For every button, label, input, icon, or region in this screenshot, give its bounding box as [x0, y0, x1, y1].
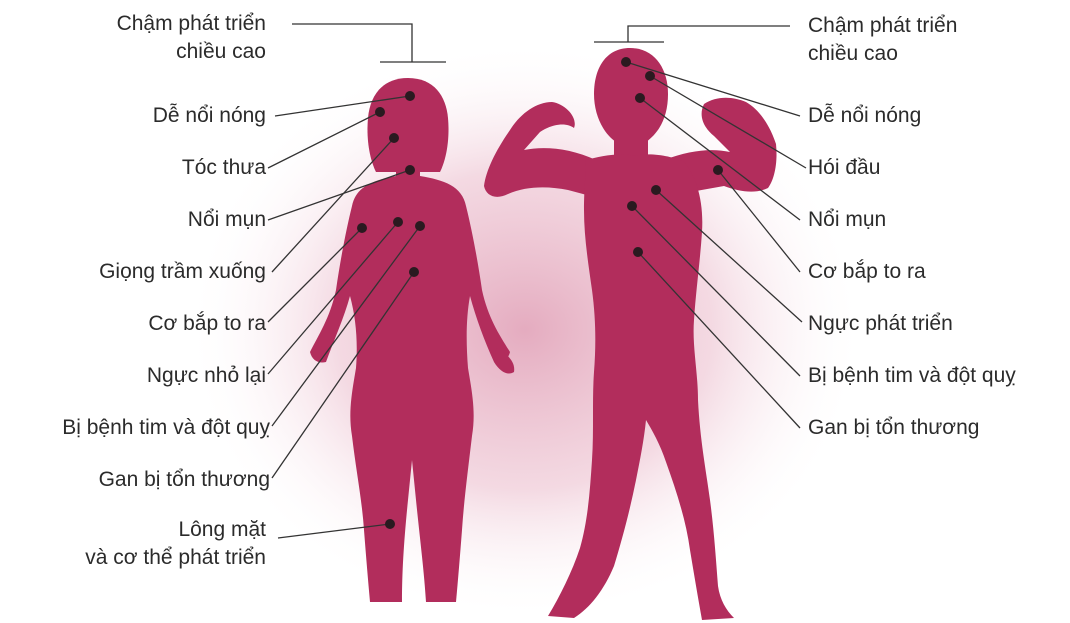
label-m-muscle-growth: Cơ bắp to ra: [808, 258, 926, 286]
leader-f-stunted-growth: [292, 24, 412, 62]
label-f-muscle-growth: Cơ bắp to ra: [148, 310, 266, 338]
dot-m-heart-disease: [627, 201, 637, 211]
label-f-breast-shrink: Ngực nhỏ lại: [147, 362, 266, 390]
dot-m-acne: [635, 93, 645, 103]
label-f-heart-disease: Bị bệnh tim và đột quỵ: [62, 414, 270, 442]
dot-f-acne: [405, 165, 415, 175]
label-m-breast-growth: Ngực phát triển: [808, 310, 953, 338]
label-m-liver-damage: Gan bị tổn thương: [808, 414, 979, 442]
label-line: và cơ thể phát triển: [85, 544, 266, 572]
male-head: [594, 48, 668, 142]
label-f-body-hair: Lông mặt và cơ thể phát triển: [85, 516, 266, 572]
leader-m-stunted-growth: [628, 26, 790, 42]
label-f-acne: Nổi mụn: [188, 206, 266, 234]
dot-f-body-hair: [385, 519, 395, 529]
dot-f-breast-shrink: [393, 217, 403, 227]
dot-m-liver-damage: [633, 247, 643, 257]
label-line: chiều cao: [117, 38, 266, 66]
label-line: Chậm phát triển: [808, 12, 957, 40]
label-m-stunted-growth: Chậm phát triển chiều cao: [808, 12, 957, 68]
dot-m-irritability: [621, 57, 631, 67]
dot-f-thinning-hair: [375, 107, 385, 117]
label-m-acne: Nổi mụn: [808, 206, 886, 234]
dot-f-deeper-voice: [389, 133, 399, 143]
dot-m-muscle-growth: [713, 165, 723, 175]
label-m-irritability: Dễ nổi nóng: [808, 102, 921, 130]
label-m-heart-disease: Bị bệnh tim và đột quỵ: [808, 362, 1016, 390]
label-f-thinning-hair: Tóc thưa: [182, 154, 266, 182]
label-f-irritability: Dễ nổi nóng: [153, 102, 266, 130]
label-line: chiều cao: [808, 40, 957, 68]
label-line: Lông mặt: [85, 516, 266, 544]
dot-m-breast-growth: [651, 185, 661, 195]
dot-m-baldness: [645, 71, 655, 81]
dot-f-heart-disease: [415, 221, 425, 231]
dot-f-irritability: [405, 91, 415, 101]
label-f-stunted-growth: Chậm phát triển chiều cao: [117, 10, 266, 66]
label-line: Chậm phát triển: [117, 10, 266, 38]
dot-f-muscle-growth: [357, 223, 367, 233]
label-f-liver-damage: Gan bị tổn thương: [99, 466, 270, 494]
label-f-deeper-voice: Giọng trầm xuống: [99, 258, 266, 286]
dot-f-liver-damage: [409, 267, 419, 277]
label-m-baldness: Hói đầu: [808, 154, 880, 182]
